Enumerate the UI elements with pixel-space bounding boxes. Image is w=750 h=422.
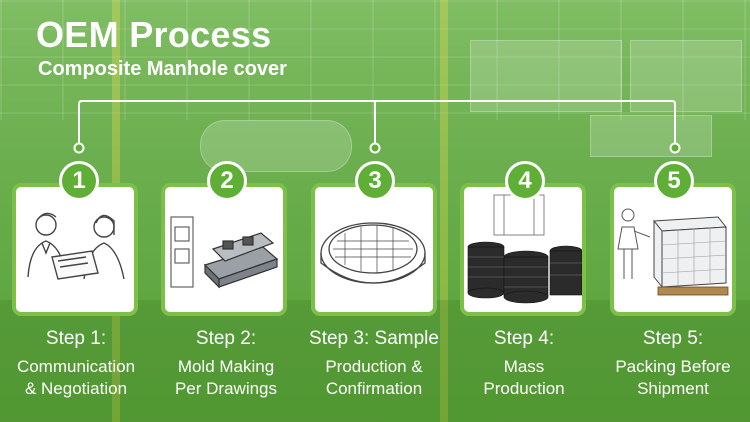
- step-title: Step 1:: [45, 328, 107, 349]
- step-description-line: Production: [483, 379, 565, 398]
- factory-floor: [0, 300, 750, 422]
- step-description-line: Production &: [325, 357, 423, 376]
- step-description-line: Shipment: [637, 379, 709, 398]
- step-title: Step 2:: [195, 328, 257, 349]
- page-title: OEM Process: [36, 14, 272, 55]
- mold-illustration: [170, 216, 279, 289]
- factory-machine: [590, 115, 712, 157]
- step-description-line: Confirmation: [325, 379, 423, 398]
- step-description-line: Communication: [16, 357, 136, 376]
- step-number-badge-1: 1: [59, 161, 99, 201]
- step-label-3: Step 3: Sample Production & Confirmation: [299, 328, 449, 400]
- step-number-badge-4: 4: [505, 161, 545, 201]
- step-label-2: Step 2: Mold Making Per Drawings: [151, 328, 301, 400]
- business-meeting-illustration: [27, 212, 125, 280]
- step-title: Step 3: Sample: [309, 328, 439, 349]
- step-label-4: Step 4: Mass Production: [449, 328, 599, 400]
- step-title: Step 5:: [642, 328, 704, 349]
- step-card-5: [610, 183, 736, 316]
- step-card-3: [311, 183, 437, 316]
- step-description-line: Packing Before: [615, 357, 731, 376]
- step-number-badge-2: 2: [207, 161, 247, 201]
- step-label-1: Step 1: Communication & Negotiation: [1, 328, 151, 400]
- step-label-5: Step 5: Packing Before Shipment: [598, 328, 748, 400]
- step-description-line: Mold Making: [177, 357, 275, 376]
- step-description-line: Mass: [503, 357, 545, 376]
- step-description-line: Per Drawings: [174, 379, 278, 398]
- step-card-1: [12, 183, 138, 316]
- stacked-covers-illustration: [467, 194, 582, 304]
- factory-column: [440, 0, 448, 422]
- step-description-line: & Negotiation: [24, 379, 128, 398]
- step-card-2: [161, 183, 287, 316]
- factory-window: [630, 40, 742, 112]
- factory-window: [470, 40, 622, 112]
- page-subtitle: Composite Manhole cover: [38, 58, 287, 80]
- pallet-packing-illustration: [617, 208, 729, 296]
- step-number-badge-3: 3: [355, 161, 395, 201]
- step-card-4: [460, 183, 586, 316]
- manhole-cover-illustration: [320, 222, 426, 284]
- step-title: Step 4:: [493, 328, 555, 349]
- step-number-badge-5: 5: [654, 161, 694, 201]
